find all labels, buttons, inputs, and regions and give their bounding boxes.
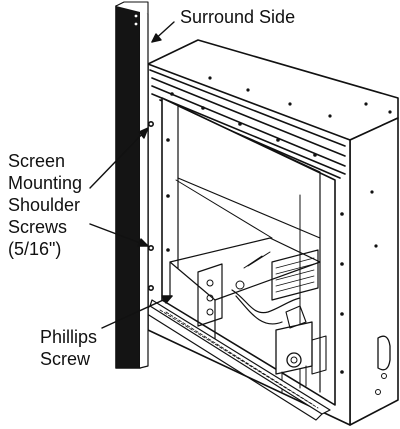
wiring: [231, 289, 301, 314]
burner-box: [271, 249, 319, 301]
phillips-line-2: Screw: [40, 349, 91, 369]
phillips-screw-label: Phillips Screw: [40, 326, 97, 370]
surround-side-label: Surround Side: [180, 7, 296, 27]
firebox-floor: [169, 237, 321, 301]
callout-line-5: (5/16"): [8, 239, 62, 259]
side-cutout: [377, 335, 391, 371]
control-bracket: [197, 263, 223, 327]
callout-line-1: Screen: [8, 151, 66, 171]
callout-line-3: Shoulder: [8, 195, 81, 215]
callout-line-2: Mounting: [8, 173, 83, 193]
housing-right-side: [349, 117, 399, 426]
screen-mounting-shoulder-screws-label: Screen Mounting Shoulder Screws (5/16"): [8, 150, 82, 260]
callout-line-4: Screws: [8, 217, 68, 237]
phillips-line-1: Phillips: [40, 327, 98, 347]
callout-leaders: [89, 21, 175, 329]
surround-side-panel: [115, 5, 141, 369]
